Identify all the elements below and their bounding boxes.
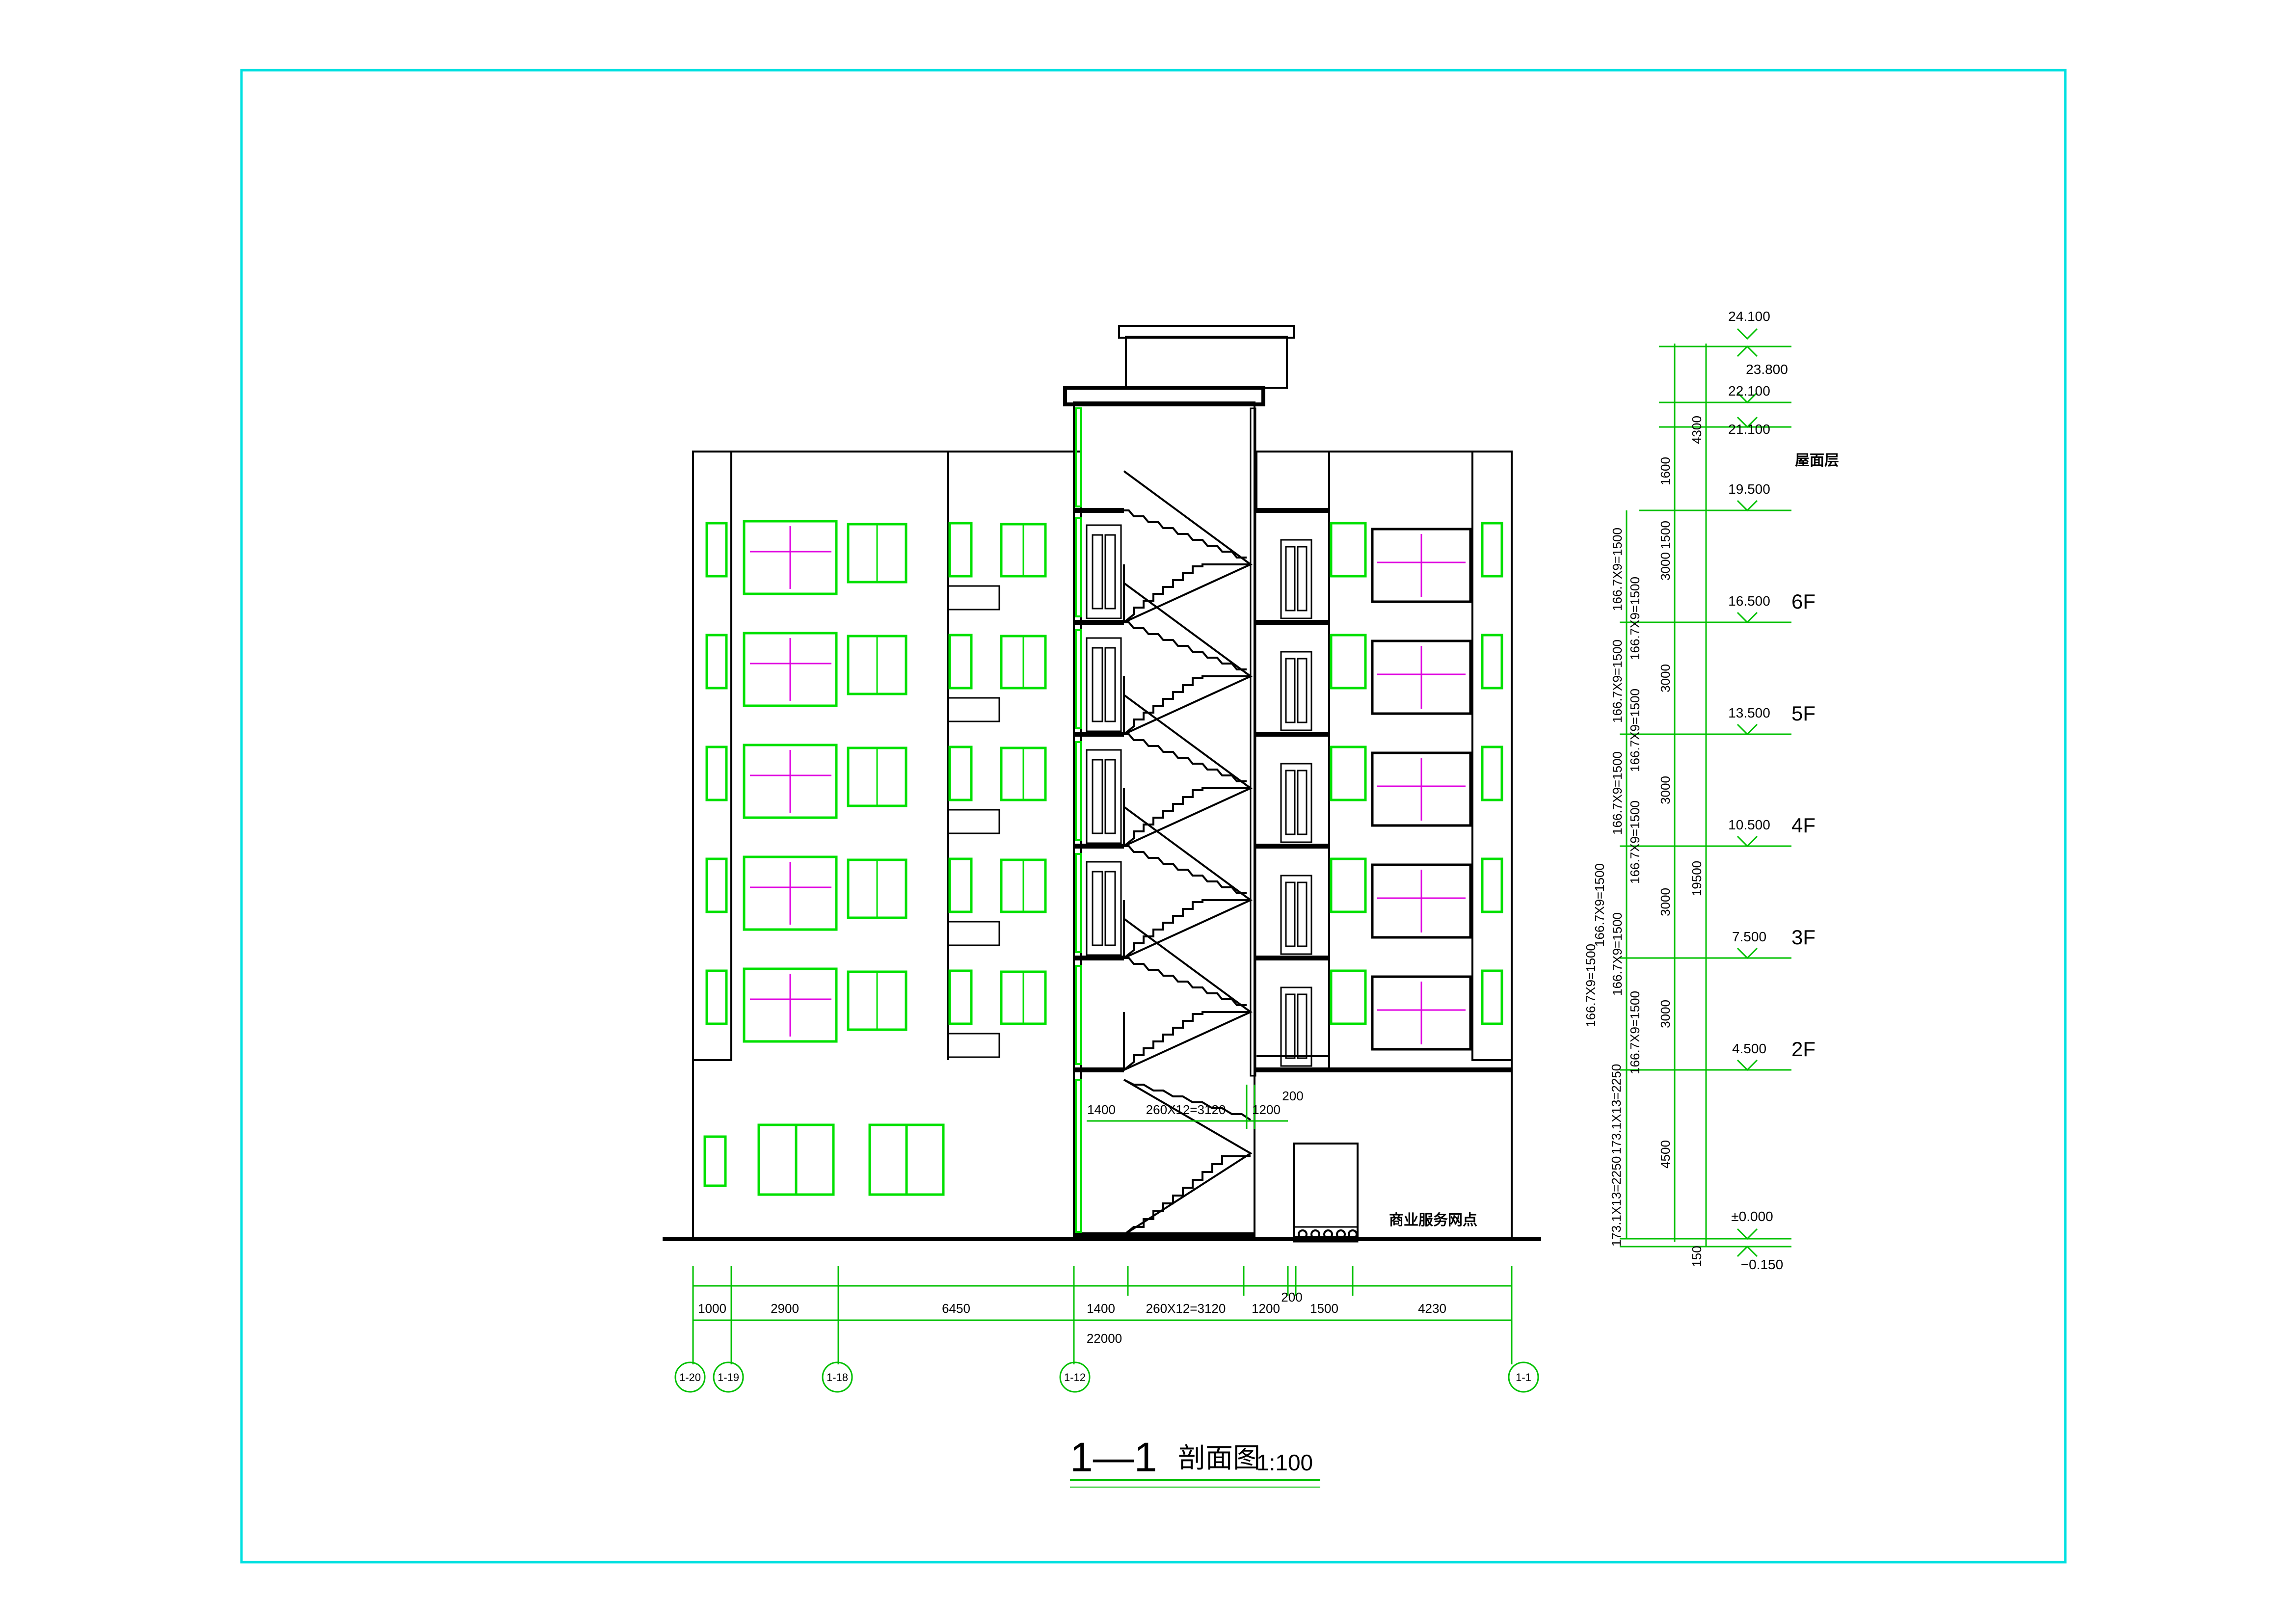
- bottom-dim-1: 1000: [698, 1301, 726, 1316]
- left-window-mullions: [876, 524, 1024, 1030]
- level-21100: 21.100: [1728, 422, 1770, 437]
- flight-6: 166.7X9=1500: [1628, 800, 1642, 884]
- roof-label: 屋面层: [1795, 453, 1839, 469]
- floor-label-6f: 6F: [1791, 590, 1815, 613]
- right-dimension-lines: [1620, 344, 1791, 1248]
- left-glazing-magenta: [750, 526, 831, 1037]
- bottom-dim-8: 1500: [1310, 1301, 1338, 1316]
- stair-dim-2: 260X12=3120: [1146, 1102, 1226, 1117]
- section-scale: 1:100: [1256, 1450, 1313, 1475]
- right-small-windows: [1330, 522, 1503, 1025]
- level-ground: ±0.000: [1731, 1209, 1773, 1224]
- bottom-dim-9: 4230: [1418, 1301, 1446, 1316]
- bottom-dim-2: 2900: [771, 1301, 799, 1316]
- level-markers: [1736, 328, 1758, 1257]
- vdim-1600: 1600: [1658, 457, 1673, 485]
- flight-9: 166.7X9=1500: [1583, 944, 1598, 1027]
- floor-slabs: [1074, 508, 1512, 1072]
- floor-label-4f: 4F: [1791, 814, 1815, 837]
- room-label: 商业服务网点: [1389, 1212, 1477, 1228]
- vdim-3000-b: 3000: [1658, 664, 1673, 692]
- flight-1: 166.7X9=1500: [1610, 528, 1625, 611]
- bottom-dim-5: 260X12=3120: [1146, 1301, 1226, 1316]
- bottom-dim-7: 200: [1281, 1290, 1302, 1305]
- balcony-rails: [947, 585, 1000, 1058]
- vdim-4500: 4500: [1658, 1140, 1673, 1169]
- vdim-1500: 1500: [1658, 521, 1673, 549]
- stair-dim-3: 1200: [1252, 1102, 1281, 1117]
- drawing-frame: [240, 69, 2067, 1564]
- bottom-dim-6: 1200: [1252, 1301, 1280, 1316]
- axis-label-1-19: 1-19: [718, 1371, 739, 1384]
- floor-label-5f: 5F: [1791, 702, 1815, 725]
- section-id: 1—1: [1070, 1434, 1157, 1480]
- axis-bubbles: [674, 1361, 1539, 1393]
- vdim-3000-a: 3000: [1658, 552, 1673, 581]
- bottom-dim-3: 6450: [942, 1301, 970, 1316]
- shop-pit: [1293, 1143, 1359, 1243]
- stair-dim-gap: 200: [1282, 1089, 1303, 1103]
- stair-dim-1: 1400: [1087, 1102, 1116, 1117]
- core-right-hatch: [1250, 407, 1256, 1077]
- vdim-4300: 4300: [1689, 416, 1704, 444]
- right-glazing-magenta: [1377, 534, 1466, 1044]
- roof-stair-head: [1125, 336, 1288, 389]
- flight-7: 166.7X9=1500: [1592, 863, 1607, 947]
- axis-label-1-12: 1-12: [1064, 1371, 1086, 1384]
- vdim-3000-e: 3000: [1658, 1000, 1673, 1028]
- bottom-dim-4: 1400: [1087, 1301, 1115, 1316]
- level-24100: 24.100: [1728, 309, 1770, 324]
- right-windows: [1371, 528, 1472, 1051]
- flight-11: 173.1X13=2250: [1609, 1064, 1624, 1154]
- core-doors: [1086, 524, 1312, 1067]
- flight-8: 166.7X9=1500: [1610, 912, 1625, 996]
- axis-label-1-20: 1-20: [679, 1371, 701, 1384]
- flight-2: 166.7X9=1500: [1628, 577, 1642, 660]
- level-3f: 7.500: [1732, 929, 1766, 944]
- vdim-150: 150: [1689, 1246, 1704, 1267]
- bottom-dim-total: 22000: [1087, 1331, 1122, 1346]
- right-column-strip: [1471, 451, 1513, 1061]
- level-outdoor: −0.150: [1741, 1257, 1783, 1272]
- level-2f: 4.500: [1732, 1041, 1766, 1056]
- core-side-windows: [1075, 407, 1082, 1233]
- section-name: 剖面图: [1178, 1442, 1260, 1473]
- vdim-total: 19500: [1689, 861, 1704, 896]
- flight-12: 173.1X13=2250: [1609, 1156, 1624, 1247]
- level-23800: 23.800: [1746, 362, 1788, 377]
- roof-stair-cap: [1118, 325, 1295, 339]
- vdim-3000-d: 3000: [1658, 888, 1673, 916]
- building-section: [692, 325, 1513, 1240]
- flight-5: 166.7X9=1500: [1610, 751, 1625, 835]
- stair-flights: [1123, 470, 1253, 1236]
- vdim-3000-c: 3000: [1658, 776, 1673, 804]
- level-22100: 22.100: [1728, 383, 1770, 399]
- level-19500: 19.500: [1728, 481, 1770, 497]
- right-core-inner: [1255, 451, 1330, 511]
- axis-label-1-18: 1-18: [827, 1371, 848, 1384]
- flight-3: 166.7X9=1500: [1610, 639, 1625, 723]
- left-windows: [703, 520, 1047, 1196]
- flight-10: 166.7X9=1500: [1628, 991, 1642, 1074]
- level-4f: 10.500: [1728, 817, 1770, 832]
- level-6f: 16.500: [1728, 593, 1770, 609]
- level-5f: 13.500: [1728, 705, 1770, 720]
- bottom-dimension-lines: [692, 1085, 1513, 1364]
- flight-4: 166.7X9=1500: [1628, 689, 1642, 772]
- floor-label-3f: 3F: [1791, 926, 1815, 949]
- left-column-strip: [692, 451, 732, 1061]
- axis-label-1-1: 1-1: [1516, 1371, 1531, 1384]
- floor-label-2f: 2F: [1791, 1038, 1815, 1061]
